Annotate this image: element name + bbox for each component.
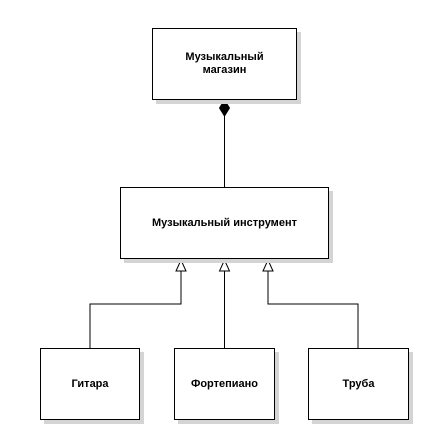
class-label-piano: Фортепиано — [190, 377, 259, 390]
class-label-guitar: Гитара — [71, 377, 109, 390]
generalization-arrow-trumpet — [262, 258, 274, 272]
class-label-musical-instrument: Музыкальный инструмент — [152, 216, 297, 229]
composition-diamond — [218, 99, 231, 117]
class-box-music-store[interactable]: Музыкальный магазин — [152, 28, 297, 100]
class-box-guitar[interactable]: Гитара — [40, 348, 140, 420]
class-label-music-store: Музыкальный магазин — [185, 51, 264, 76]
class-box-musical-instrument[interactable]: Музыкальный инструмент — [120, 187, 329, 259]
class-box-piano[interactable]: Фортепиано — [174, 348, 275, 420]
generalization-arrow-piano — [218, 258, 231, 272]
generalization-line-guitar — [89, 271, 182, 348]
class-box-trumpet[interactable]: Труба — [308, 348, 409, 420]
generalization-line-trumpet — [267, 271, 359, 348]
class-label-trumpet: Труба — [342, 377, 375, 390]
generalization-arrow-guitar — [175, 258, 187, 272]
